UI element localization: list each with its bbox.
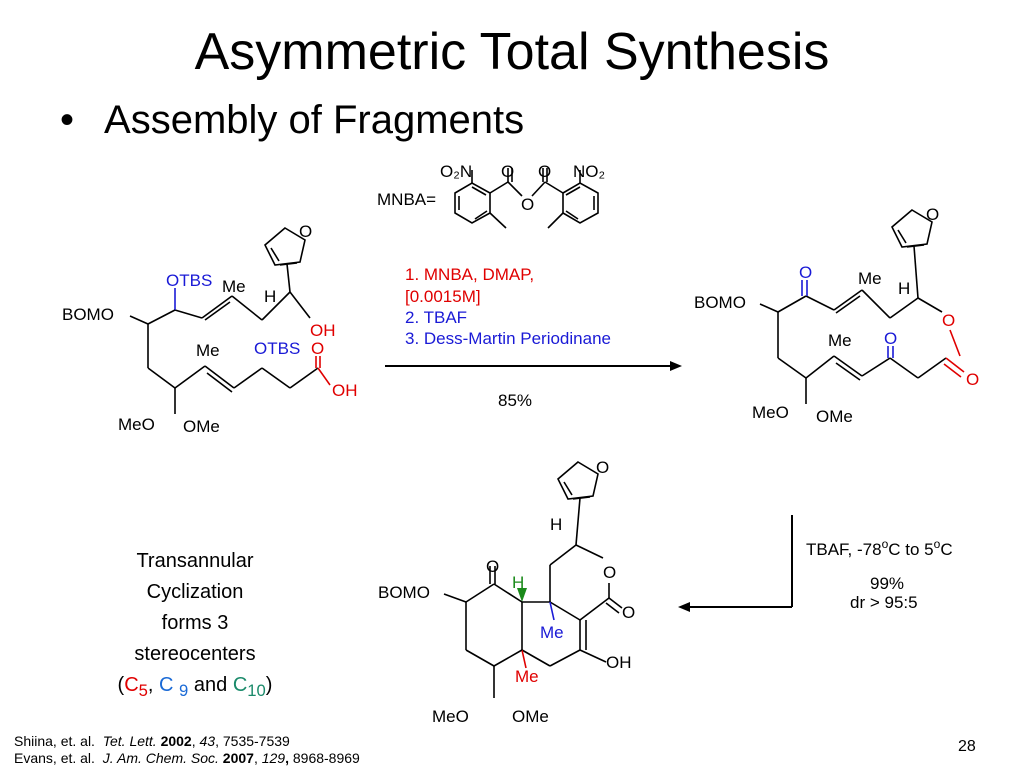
carbonyl-o-label: O — [538, 162, 551, 181]
h-label: H — [550, 515, 562, 534]
acid-oh-label: OH — [332, 381, 358, 400]
me-label: Me — [222, 277, 246, 296]
lactone-carbonyl-o: O — [622, 603, 635, 622]
furan-o-label: O — [596, 458, 609, 477]
lactone-o-label: O — [942, 311, 955, 330]
ketone-o-label: O — [884, 329, 897, 348]
me-label-c9: Me — [540, 623, 564, 642]
yield-1: 85% — [498, 391, 532, 410]
furan-o-label: O — [299, 222, 312, 241]
mnba-label: MNBA= — [377, 190, 436, 209]
references: Shiina, et. al. Tet. Lett. 2002, 43, 753… — [14, 733, 360, 767]
reference-1: Shiina, et. al. Tet. Lett. 2002, 43, 753… — [14, 733, 290, 749]
h-label: H — [898, 279, 910, 298]
enol-oh-label: OH — [606, 653, 632, 672]
bomo-label: BOMO — [694, 293, 746, 312]
ome-label: OMe — [512, 707, 549, 726]
yield-2: 99% — [870, 574, 904, 593]
me-label: Me — [196, 341, 220, 360]
page-number: 28 — [958, 738, 976, 755]
ester-o-label: O — [521, 195, 534, 214]
mnba-structure: MNBA= O₂N O O O NO₂ — [377, 162, 605, 229]
lactone-carbonyl-o: O — [966, 370, 979, 389]
reference-2: Evans, et. al. J. Am. Chem. Soc. 2007, 1… — [14, 750, 360, 766]
lactone-o-label: O — [603, 563, 616, 582]
me-label: Me — [858, 269, 882, 288]
bullet-item: • Assembly of Fragments — [60, 98, 524, 143]
ome-label: OMe — [183, 417, 220, 436]
bomo-label: BOMO — [378, 583, 430, 602]
o2n-label: O₂N — [440, 162, 472, 181]
condition-step2: 2. TBAF — [405, 308, 467, 327]
me-label: Me — [828, 331, 852, 350]
macrolactone-structure: O H O Me O BOMO MeO OMe Me O O — [694, 205, 979, 426]
carbonyl-o-label: O — [501, 162, 514, 181]
cyclization-note: Transannular Cyclization forms 3 stereoc… — [100, 546, 290, 706]
acid-o-label: O — [311, 339, 324, 358]
slide-title: Asymmetric Total Synthesis — [194, 23, 830, 81]
dr-value: dr > 95:5 — [850, 593, 918, 612]
decalin-structure: O H O O OH Me H Me O BOMO — [378, 458, 635, 726]
seco-acid-structure: O H OH Me OTBS BOMO MeO OMe Me OTBS O OH — [62, 222, 358, 436]
bullet-text: Assembly of Fragments — [104, 98, 525, 142]
meo-label: MeO — [432, 707, 469, 726]
meo-label: MeO — [752, 403, 789, 422]
ketone-o-label: O — [799, 263, 812, 282]
condition-step1: 1. MNBA, DMAP, — [405, 265, 534, 284]
condition-step1b: [0.0015M] — [405, 287, 481, 306]
note-line: Cyclization — [146, 581, 244, 603]
me-label-c5: Me — [515, 667, 539, 686]
oh-label: OH — [310, 321, 336, 340]
note-line: Transannular — [136, 550, 254, 572]
h-label-c10: H — [512, 573, 524, 592]
bullet-dot-icon: • — [60, 98, 75, 142]
h-label: H — [264, 287, 276, 306]
furan-o-label: O — [926, 205, 939, 224]
note-line: forms 3 — [161, 612, 229, 634]
note-line: stereocenters — [134, 643, 256, 665]
meo-label: MeO — [118, 415, 155, 434]
otbs-label: OTBS — [254, 339, 300, 358]
ketone-o-label: O — [486, 557, 499, 576]
condition-step3: 3. Dess-Martin Periodinane — [405, 329, 611, 348]
bomo-label: BOMO — [62, 305, 114, 324]
no2-label: NO₂ — [573, 162, 605, 181]
ome-label: OMe — [816, 407, 853, 426]
condition-tbaf: TBAF, -78oC to 5oC — [806, 537, 953, 559]
note-stereocenters: (C5, C 9 and C10) — [117, 674, 273, 700]
otbs-label: OTBS — [166, 271, 212, 290]
